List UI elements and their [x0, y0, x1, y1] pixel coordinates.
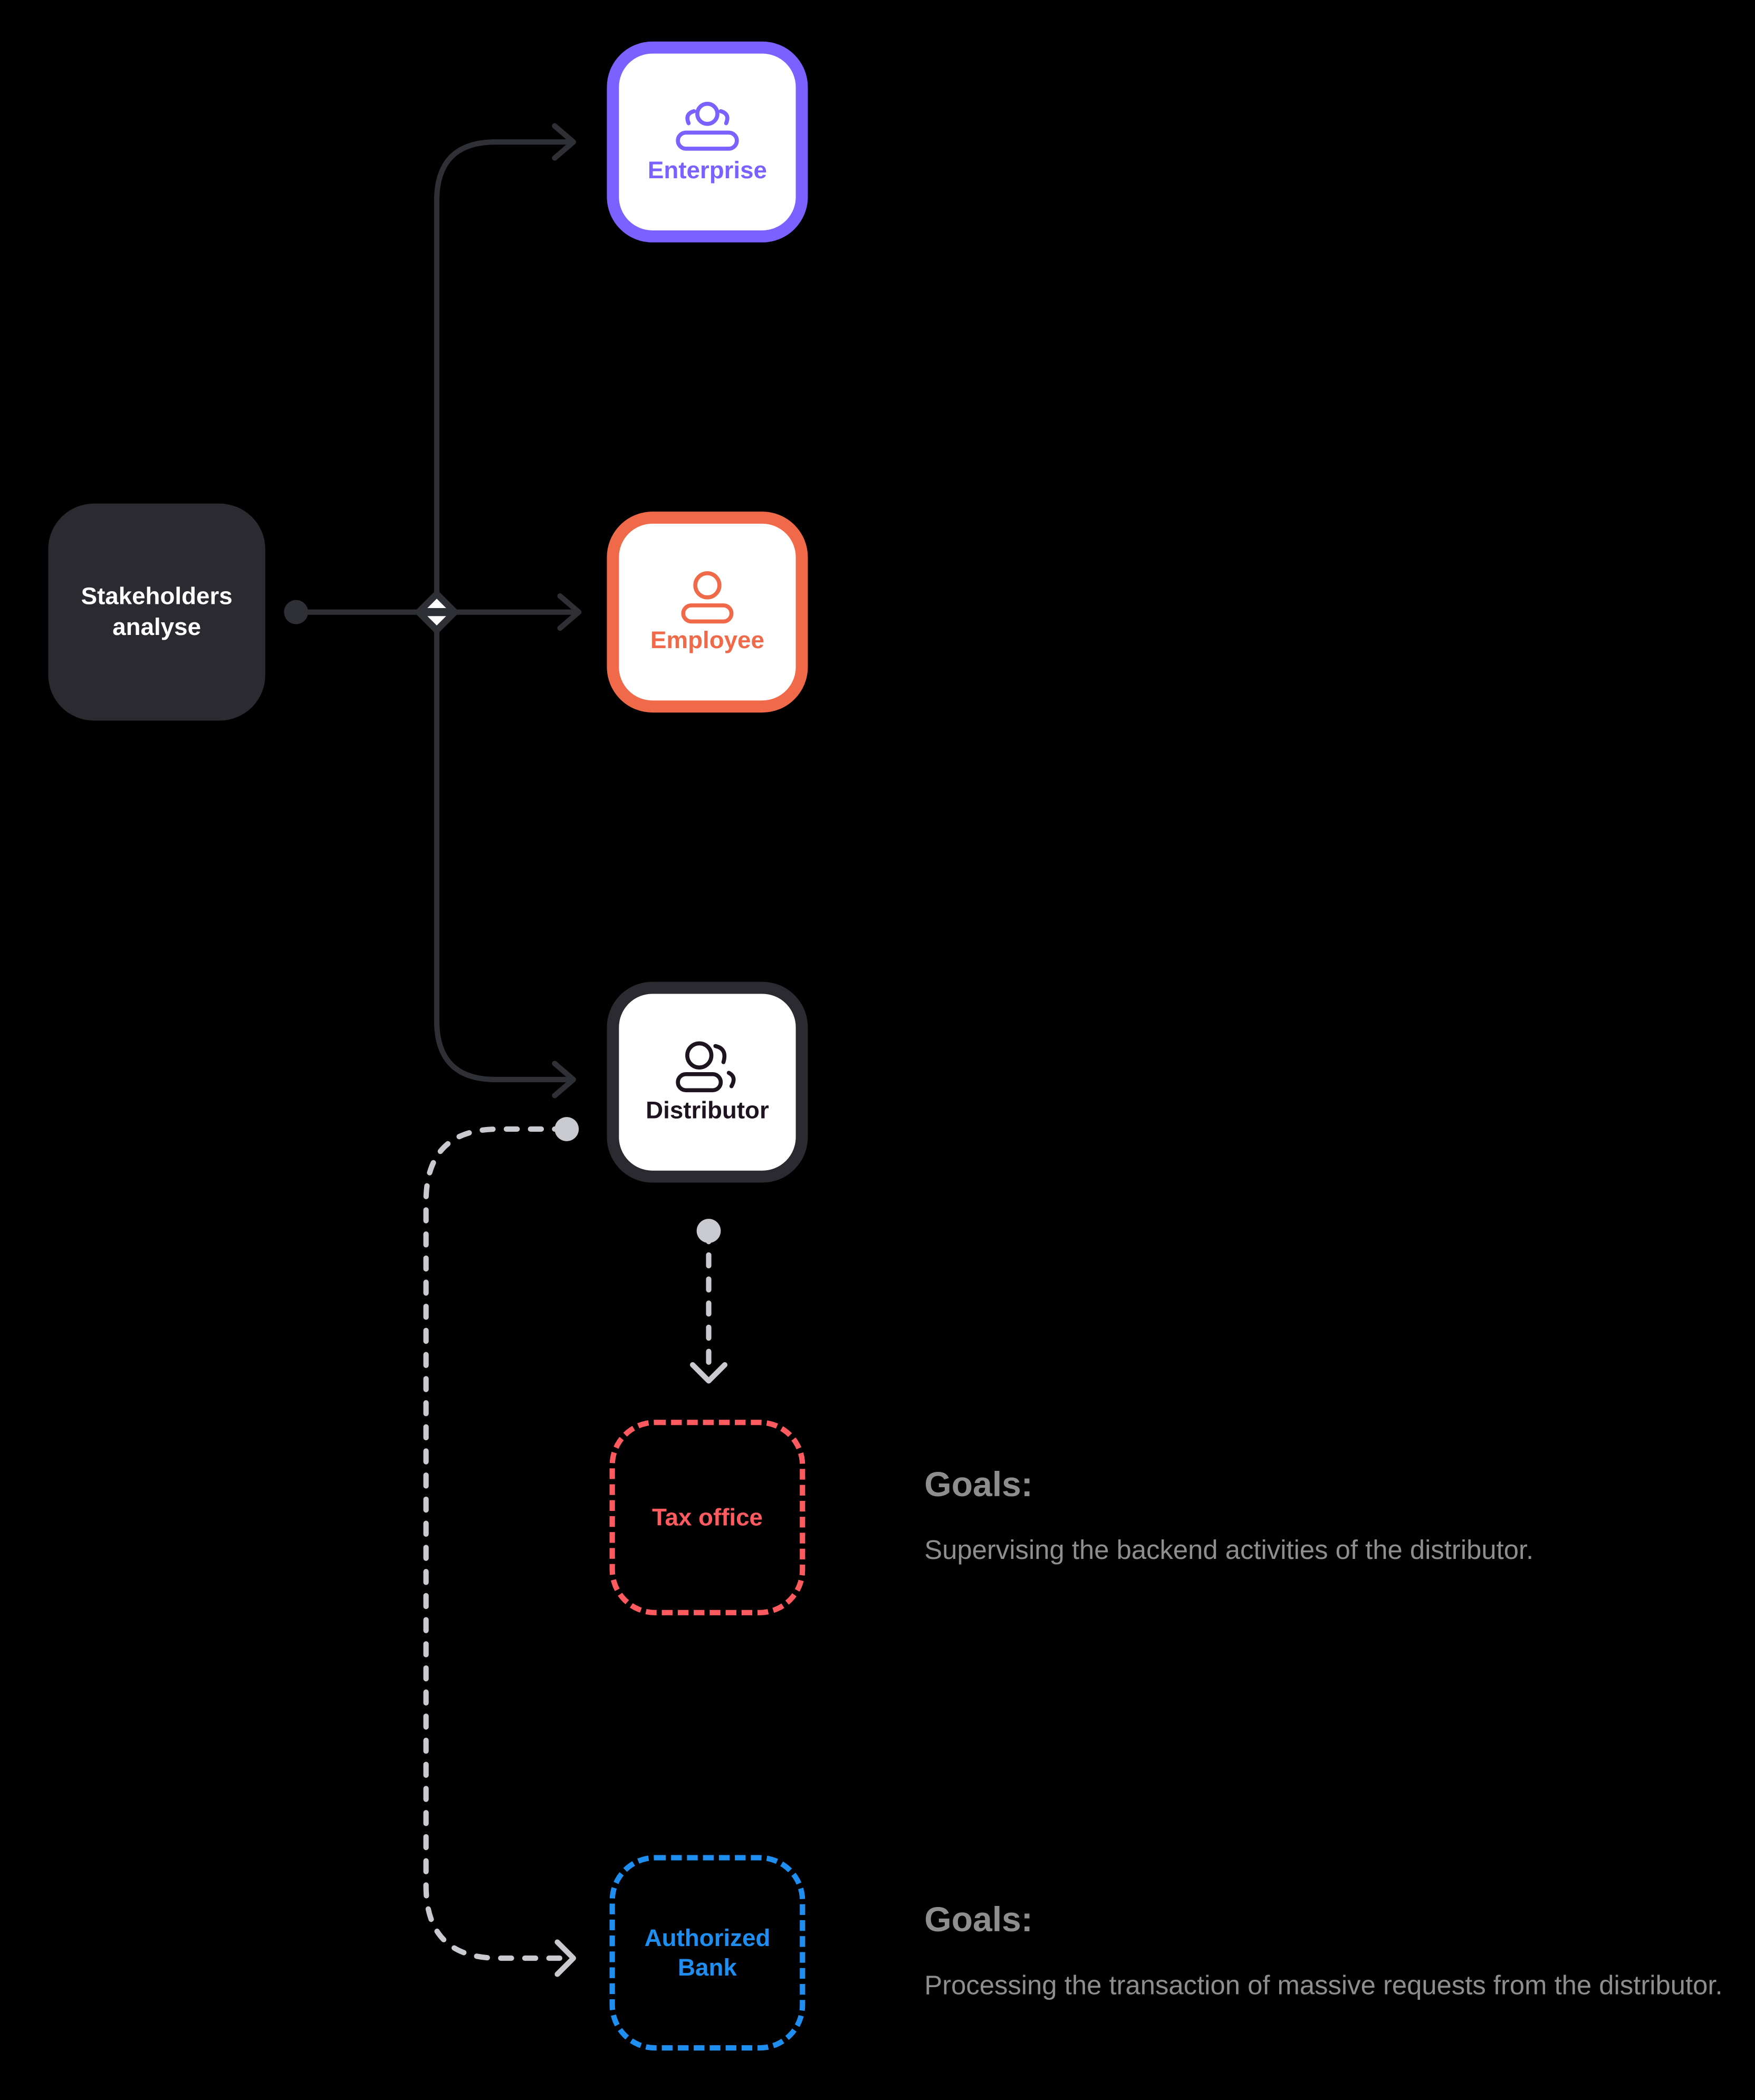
goals-text: Processing the transaction of massive re… — [924, 1971, 1723, 2001]
authorized-bank-label: Authorized Bank — [644, 1924, 771, 1981]
enterprise-label: Enterprise — [647, 156, 768, 183]
arrowhead-enterprise — [552, 123, 577, 161]
tax-office-node[interactable]: Tax office — [609, 1420, 805, 1615]
dashed-connector-bank — [423, 1126, 571, 1961]
arrowhead-tax — [689, 1362, 728, 1384]
goals-heading: Goals: — [924, 1899, 1033, 1940]
connector-to-enterprise — [434, 139, 573, 615]
goals-text: Supervising the backend activities of th… — [924, 1536, 1534, 1566]
person-icon — [681, 570, 734, 623]
stakeholders-analyse-label: Stakeholders analyse — [81, 582, 233, 640]
tax-office-goals: Goals: Supervising the backend activitie… — [924, 1464, 1533, 1568]
authorized-bank-node[interactable]: Authorized Bank — [609, 1855, 805, 2051]
stakeholders-analyse-node: Stakeholders analyse — [48, 503, 265, 721]
tax-office-label: Tax office — [651, 1504, 763, 1531]
distributor-card[interactable]: Distributor — [607, 981, 808, 1183]
employee-label: Employee — [650, 626, 764, 653]
arrowhead-employee — [557, 593, 582, 631]
junction-diamond — [414, 589, 460, 635]
authorized-bank-goals: Goals: Processing the transaction of mas… — [924, 1899, 1728, 2003]
employee-card[interactable]: Employee — [607, 512, 808, 713]
dot-distributor-left — [554, 1117, 579, 1141]
arrowhead-bank — [554, 1939, 577, 1977]
users-icon — [676, 1041, 736, 1092]
connector-to-distributor — [434, 609, 573, 1083]
goals-heading: Goals: — [924, 1463, 1033, 1505]
arrowhead-distributor — [552, 1061, 577, 1099]
enterprise-card[interactable]: Enterprise — [607, 41, 808, 243]
distributor-label: Distributor — [646, 1096, 769, 1123]
people-group-icon — [676, 101, 739, 150]
dot-distributor-bottom — [696, 1219, 721, 1243]
start-dot — [284, 600, 309, 624]
